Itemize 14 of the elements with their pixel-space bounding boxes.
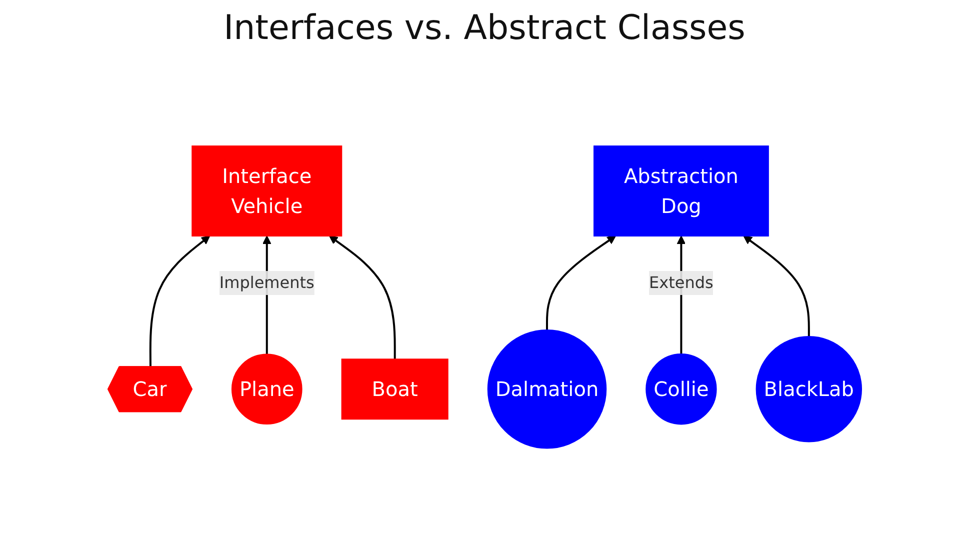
arrow (546, 235, 616, 330)
node-box: Interface Vehicle (191, 145, 342, 236)
node-circle: Dalmation (487, 329, 606, 449)
edge-label: Extends (648, 272, 714, 292)
diagram-title: Interfaces vs. Abstract Classes (222, 8, 746, 48)
node-box: Abstraction Dog (593, 145, 769, 236)
arrow (743, 235, 810, 336)
edge-label: Implements (219, 272, 314, 292)
node-circle: BlackLab (756, 336, 862, 442)
arrow (328, 235, 396, 359)
node-circle: Collie (645, 353, 717, 425)
arrow (149, 235, 210, 367)
node-box: Boat (341, 358, 448, 420)
node-circle: Plane (231, 354, 302, 424)
